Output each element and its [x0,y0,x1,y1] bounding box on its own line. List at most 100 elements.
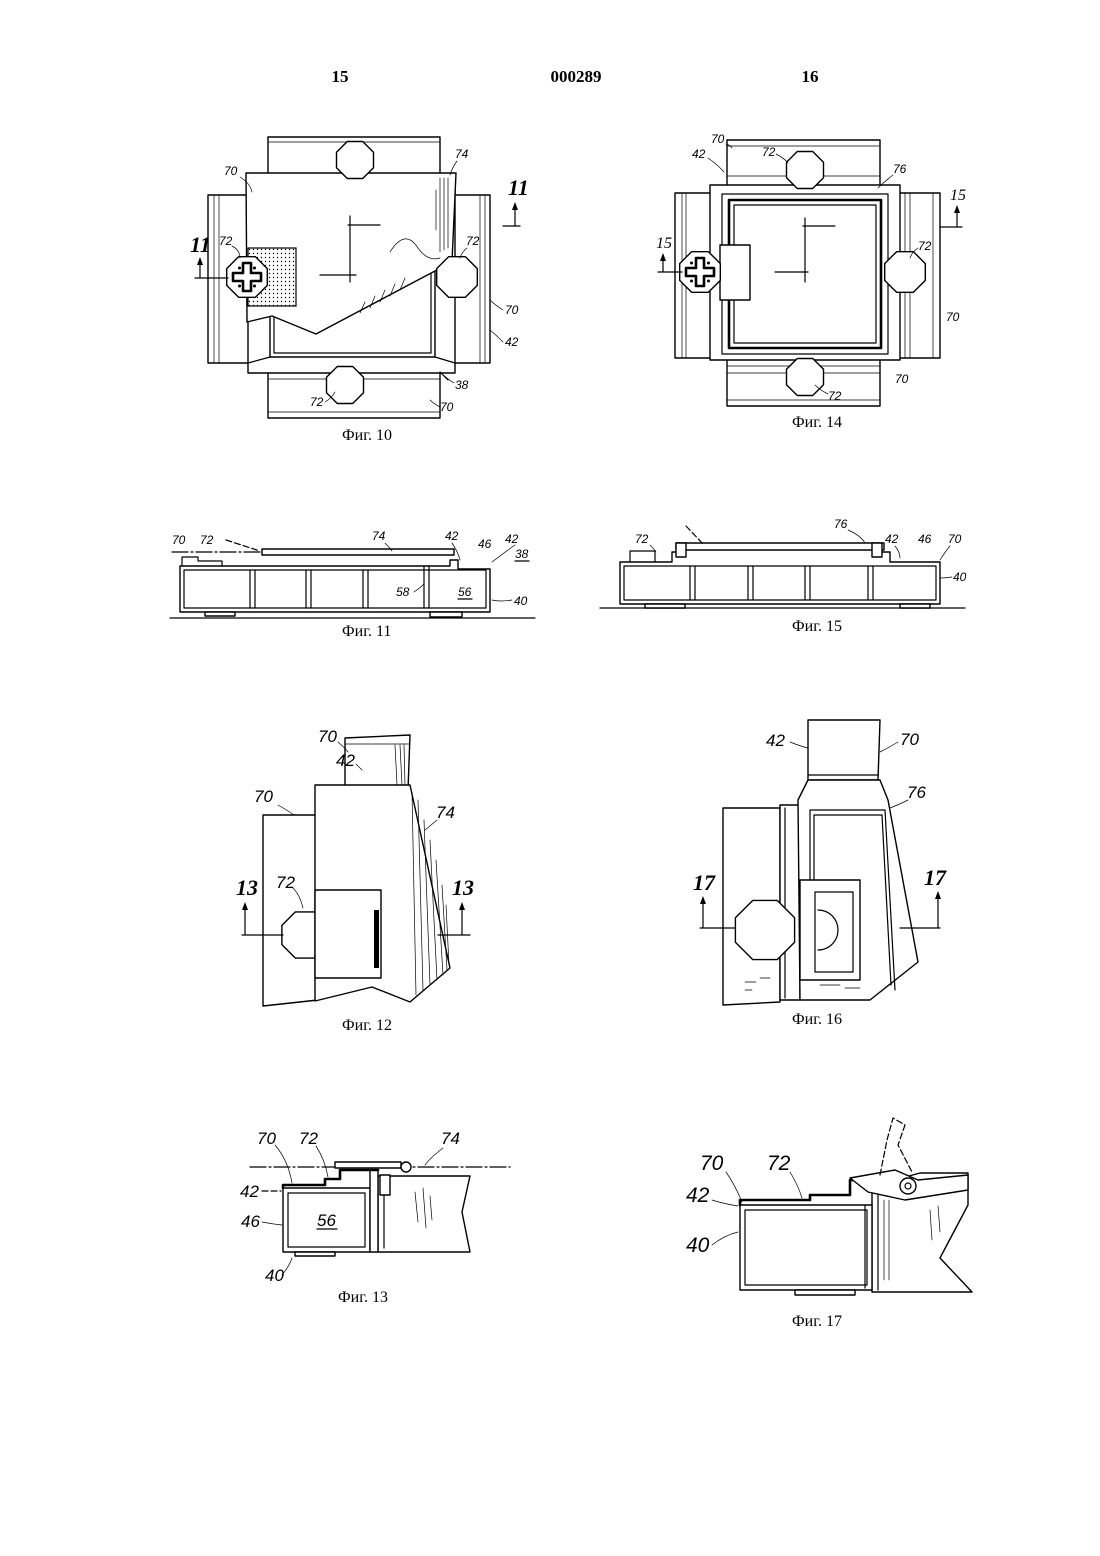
fig15-caption: Фиг. 15 [792,618,842,635]
fig15-foot-left [645,604,685,608]
fig10-section-arrow-left [197,257,203,265]
fig16-ref-70: 70 [900,730,919,749]
left-page-number: 15 [332,67,349,86]
fig14-bottom-octagon-72 [787,359,824,396]
fig17-caption: Фиг. 17 [792,1313,842,1330]
figure-16: 42 70 76 17 17 Фиг. 16 [693,720,947,1028]
fig13-ref-72: 72 [299,1129,318,1148]
fig11-left-flap-72 [182,557,222,566]
fig10-caption: Фиг. 10 [342,427,392,444]
fig12-section-arrow-left [242,902,248,910]
fig12-ref-74: 74 [436,803,455,822]
fig15-ref-40: 40 [953,570,967,584]
fig13-latch [380,1175,390,1195]
fig14-caption: Фиг. 14 [792,414,842,431]
fig11-ref-72: 72 [200,533,214,547]
fig15-frame-end-left [676,543,686,557]
fig12-section-mark-left: 13 [236,875,258,900]
fig10-ref-70-top: 70 [224,164,238,178]
fig16-ref-42: 42 [766,731,785,750]
figure-11: 70 72 74 42 46 42 38 58 56 40 Фиг. 11 [170,529,535,640]
figure-13: 70 72 74 42 46 56 40 Фиг. 13 [240,1129,510,1306]
fig14-ref-72-top: 72 [762,145,776,159]
fig11-ref-38: 38 [515,547,529,561]
fig14-right-octagon-72 [885,252,926,293]
fig17-lip-72 [740,1180,872,1205]
fig11-ref-74: 74 [372,529,386,543]
figure-12: 70 42 70 74 72 13 13 Фиг. 12 [236,727,474,1034]
fig11-box-40 [180,560,490,612]
fig11-caption: Фиг. 11 [342,623,391,640]
document-number: 000289 [551,67,602,86]
fig13-foot [295,1252,335,1256]
fig12-section-mark-right: 13 [452,875,474,900]
fig17-ref-42: 42 [686,1184,710,1207]
right-page-number: 16 [802,67,819,86]
fig11-ref-56: 56 [458,585,472,599]
fig15-ref-72: 72 [635,532,649,546]
fig11-plate-74 [262,549,454,555]
fig14-section-arrow-right [954,205,960,213]
fig13-ref-74: 74 [441,1129,460,1148]
fig13-ref-70: 70 [257,1129,276,1148]
fig12-ref-70-left: 70 [254,787,273,806]
fig10-ref-72-left: 72 [219,234,233,248]
fig15-ref-70: 70 [948,532,962,546]
fig16-section-mark-right: 17 [924,865,947,890]
fig15-ref-42: 42 [885,532,899,546]
fig14-top-octagon-72 [787,152,824,189]
fig17-hinge [900,1178,916,1194]
fig16-top-piece-70 [808,720,880,780]
fig10-ref-72-bottom: 72 [310,395,324,409]
fig14-ref-76: 76 [893,162,907,176]
fig16-section-mark-left: 17 [693,870,716,895]
fig17-box [740,1205,872,1290]
fig15-ref-76: 76 [834,517,848,531]
fig15-frame-76 [676,543,884,550]
fig14-ref-70-top: 70 [711,132,725,146]
fig14-ref-70-bottom: 70 [895,372,909,386]
fig11-foot-right [430,612,462,617]
fig15-foot-right [900,604,930,608]
fig14-section-arrow-left [660,253,666,261]
fig14-ref-72-right: 72 [918,239,932,253]
fig13-lip-72 [283,1170,378,1188]
fig17-ref-72: 72 [767,1152,791,1175]
fig17-ref-70: 70 [700,1152,724,1175]
figure-10: 70 74 11 72 11 72 70 42 38 72 70 Фиг. 10 [190,137,529,444]
fig11-ref-58: 58 [396,585,410,599]
fig10-ref-70-bottom: 70 [440,400,454,414]
fig15-handle-raised [686,526,704,545]
fig10-section-mark-left: 11 [190,232,211,257]
page-header: 15 000289 16 [332,67,819,86]
fig13-ref-42: 42 [240,1182,259,1201]
fig13-hinge [401,1162,411,1172]
fig13-ref-56: 56 [317,1211,336,1230]
fig14-section-mark-left: 15 [656,235,672,252]
fig11-ref-70: 70 [172,533,186,547]
fig13-wall [370,1170,378,1252]
figure-15: 72 76 42 46 70 40 Фиг. 15 [600,517,967,635]
fig14-ref-70-right: 70 [946,310,960,324]
fig11-handle-raised [226,540,260,551]
fig10-ref-42: 42 [505,335,519,349]
fig15-ref-46: 46 [918,532,932,546]
fig17-handle-raised [880,1118,912,1175]
fig12-ref-72: 72 [276,873,295,892]
fig11-ref-40: 40 [514,594,528,608]
fig11-ref-42-right: 42 [505,532,519,546]
fig12-ref-70-top: 70 [318,727,337,746]
fig12-latch-plate [315,890,381,978]
fig16-section-arrow-left [700,896,706,904]
fig11-foot-left [205,612,235,616]
fig10-section-arrow-right [512,202,518,210]
fig13-body [378,1176,470,1252]
fig14-section-mark-right: 15 [950,187,966,204]
fig14-ref-72-bottom: 72 [828,389,842,403]
fig11-ref-42-left: 42 [445,529,459,543]
fig12-section-arrow-right [459,902,465,910]
figure-14: 70 42 72 76 15 15 72 70 70 72 Фиг. 14 [656,132,966,431]
fig17-foot [795,1290,855,1295]
fig13-ref-40: 40 [265,1266,284,1285]
